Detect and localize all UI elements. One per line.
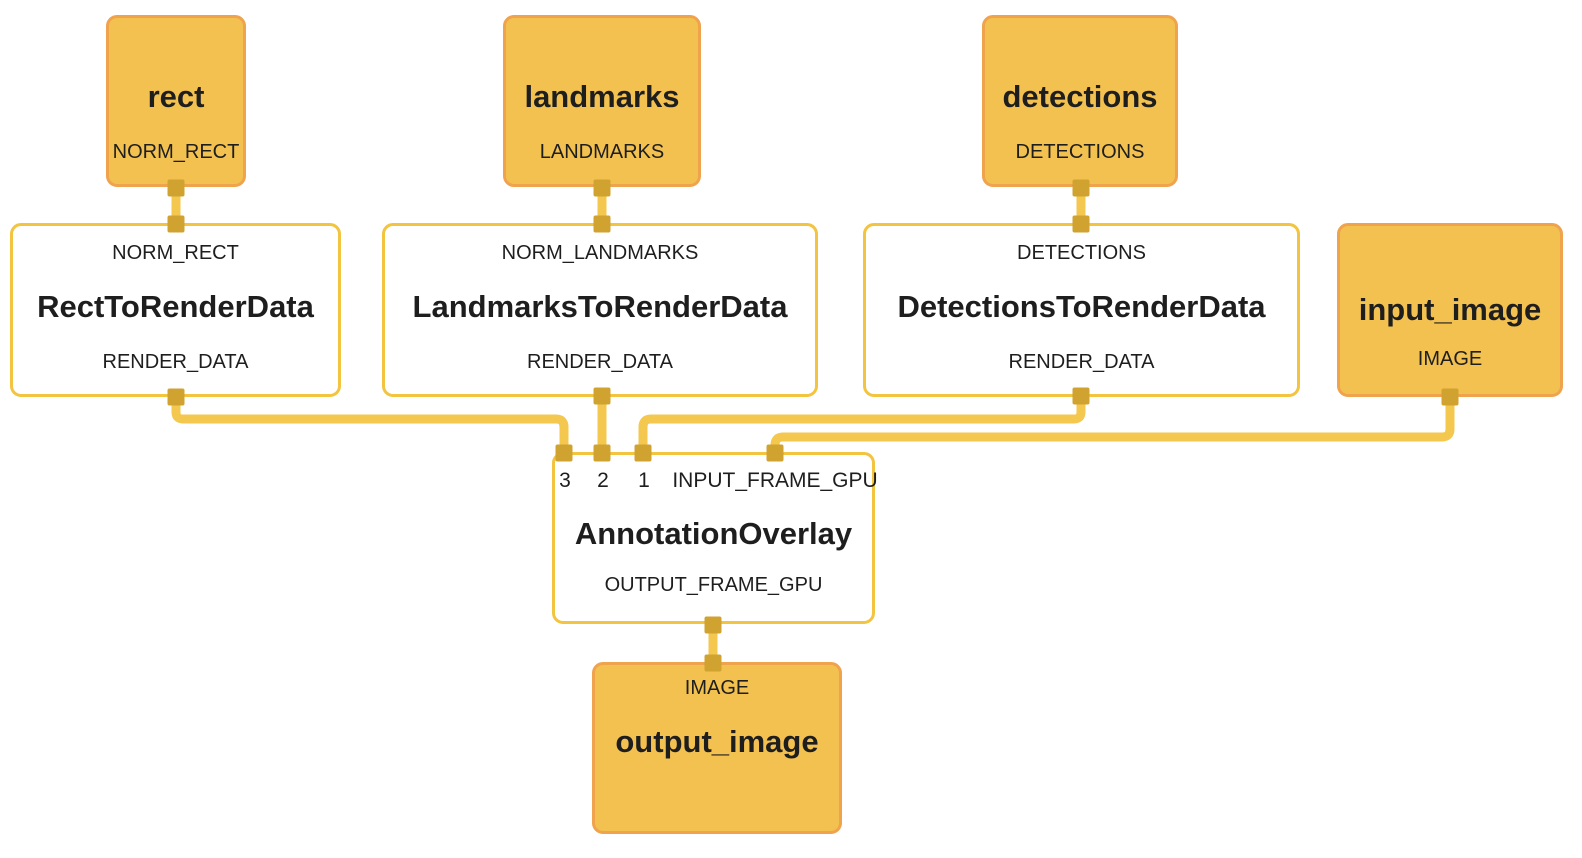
node-rect-output-tag: NORM_RECT (112, 141, 240, 163)
node-detections-to-render-data[interactable]: DETECTIONS DetectionsToRenderData RENDER… (863, 223, 1300, 397)
node-output-image-input-tag: IMAGE (684, 677, 750, 699)
detections-to-render-data-title: DetectionsToRenderData (897, 289, 1266, 324)
detections-to-render-data-output-tag: RENDER_DATA (1008, 351, 1155, 373)
detections-to-render-data-input-tag: DETECTIONS (1017, 242, 1146, 264)
node-landmarks[interactable]: landmarks LANDMARKS (503, 15, 701, 187)
node-detections-output-tag: DETECTIONS (1015, 141, 1145, 163)
node-rect-title: rect (147, 79, 205, 114)
node-rect-to-render-data[interactable]: NORM_RECT RectToRenderData RENDER_DATA (10, 223, 341, 397)
annotation-overlay-title: AnnotationOverlay (574, 516, 853, 551)
node-detections[interactable]: detections DETECTIONS (982, 15, 1178, 187)
annotation-overlay-input-frame-gpu-label: INPUT_FRAME_GPU (672, 469, 878, 492)
rect-to-render-data-title: RectToRenderData (37, 289, 314, 324)
node-output-image-title: output_image (615, 724, 819, 759)
node-landmarks-to-render-data[interactable]: NORM_LANDMARKS LandmarksToRenderData REN… (382, 223, 818, 397)
edge-detectionstorenderdata-to-annotationoverlay-1 (638, 393, 1086, 456)
landmarks-to-render-data-title: LandmarksToRenderData (412, 289, 788, 324)
node-annotation-overlay[interactable]: 3 2 1 INPUT_FRAME_GPU AnnotationOverlay … (552, 452, 878, 624)
node-output-image[interactable]: IMAGE output_image (592, 662, 842, 834)
node-landmarks-title: landmarks (524, 79, 680, 114)
edge-inputimage-to-annotationoverlay-inputframegpu (770, 393, 1455, 456)
node-input-image[interactable]: input_image IMAGE (1337, 223, 1563, 397)
annotation-overlay-port-2-label: 2 (597, 469, 609, 492)
annotation-overlay-output-tag: OUTPUT_FRAME_GPU (604, 574, 823, 596)
landmarks-to-render-data-output-tag: RENDER_DATA (527, 351, 673, 373)
node-detections-title: detections (1002, 79, 1158, 114)
node-rect[interactable]: rect NORM_RECT (106, 15, 246, 187)
annotation-overlay-port-3-label: 3 (559, 469, 571, 492)
edge-recttorenderdata-to-annotationoverlay-3 (171, 393, 569, 456)
rect-to-render-data-output-tag: RENDER_DATA (102, 351, 249, 373)
landmarks-to-render-data-input-tag: NORM_LANDMARKS (501, 242, 699, 264)
node-input-image-title: input_image (1358, 292, 1542, 327)
rect-to-render-data-input-tag: NORM_RECT (112, 242, 239, 264)
node-input-image-output-tag: IMAGE (1417, 348, 1483, 370)
node-landmarks-output-tag: LANDMARKS (539, 141, 665, 163)
annotation-overlay-port-1-label: 1 (638, 469, 650, 492)
